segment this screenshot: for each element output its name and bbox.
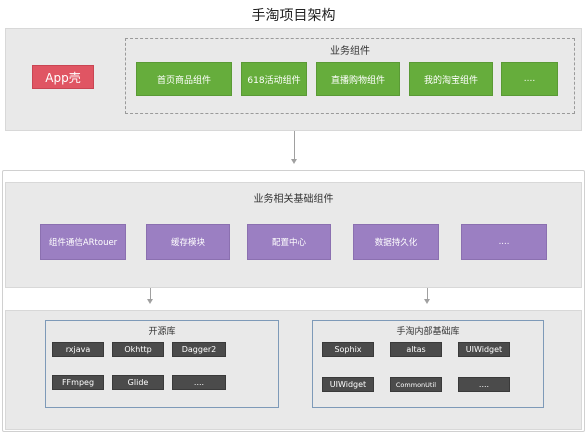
lib-rxjava: rxjava	[52, 342, 104, 357]
lib-dagger2: Dagger2	[172, 342, 226, 357]
base-component-router: 组件通信ARtouer	[40, 224, 126, 260]
open-source-libs-title: 开源库	[148, 326, 176, 337]
base-components-title: 业务相关基础组件	[253, 193, 334, 205]
arrow-line-right	[427, 288, 428, 301]
arrow-head-top	[291, 159, 297, 164]
lib-ffmpeg: FFmpeg	[52, 375, 104, 390]
internal-libs-group	[312, 320, 544, 408]
diagram-title: 手淘项目架构	[251, 8, 336, 24]
lib-glide: Glide	[112, 375, 164, 390]
arrow-head-right	[424, 299, 430, 304]
arrow-line-left	[150, 288, 151, 301]
lib-open-source-more: ....	[172, 375, 226, 390]
app-shell-box: App壳	[32, 65, 94, 89]
arrow-head-left	[147, 299, 153, 304]
lib-sophix: Sophix	[322, 342, 374, 357]
lib-internal-more: ....	[458, 377, 510, 392]
open-source-libs-group	[45, 320, 279, 408]
base-component-config: 配置中心	[247, 224, 331, 260]
business-components-group	[125, 38, 575, 114]
lib-okhttp: Okhttp	[112, 342, 164, 357]
business-component-home: 首页商品组件	[136, 62, 232, 96]
base-component-cache: 缓存模块	[146, 224, 230, 260]
business-components-title: 业务组件	[330, 45, 370, 57]
business-component-618: 618活动组件	[241, 62, 307, 96]
lib-commonutil: CommonUtil	[390, 377, 442, 392]
base-component-persistence: 数据持久化	[353, 224, 439, 260]
base-layer-frame	[2, 170, 585, 432]
business-component-my-taobao: 我的淘宝组件	[409, 62, 493, 96]
business-component-more: ....	[501, 62, 558, 96]
lib-uiwidget-2: UIWidget	[322, 377, 374, 392]
business-component-live: 直播购物组件	[316, 62, 400, 96]
lib-uiwidget-1: UIWidget	[458, 342, 510, 357]
internal-libs-title: 手淘内部基础库	[396, 326, 460, 337]
base-component-more: ....	[461, 224, 547, 260]
lib-altas: altas	[390, 342, 442, 357]
arrow-line-top	[294, 131, 295, 161]
